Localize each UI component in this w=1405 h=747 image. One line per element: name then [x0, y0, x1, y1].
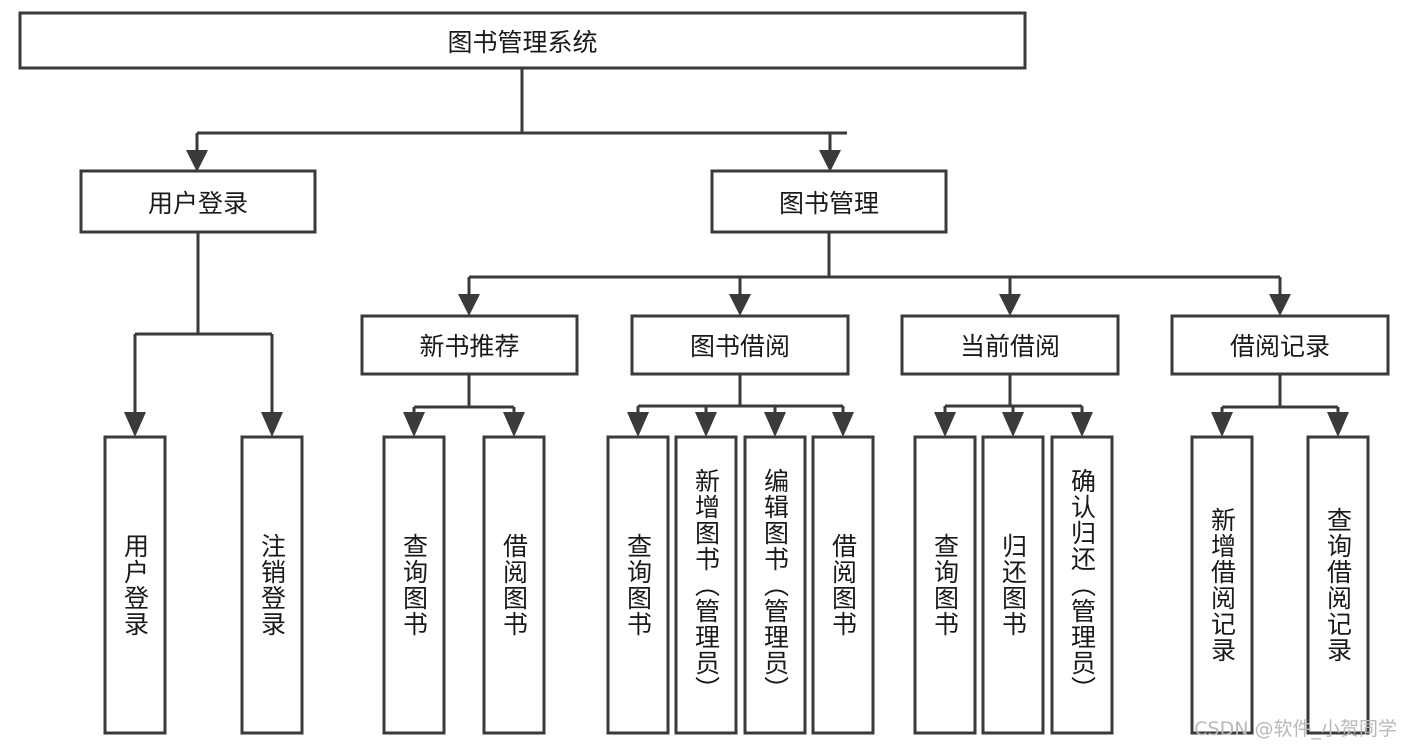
leaf-box-add-record[interactable] [1190, 435, 1254, 735]
leaf-box-return-book[interactable] [981, 435, 1045, 735]
node-book-management-box[interactable] [710, 169, 948, 234]
edge-current-borrow-to-leaves [934, 374, 1093, 437]
node-user-login-box[interactable] [79, 169, 317, 234]
edge-root-to-level2 [186, 68, 847, 172]
edge-book-borrow-to-leaves [627, 374, 854, 437]
node-root-box[interactable] [18, 11, 1027, 70]
edge-borrow-record-to-leaves [1211, 374, 1349, 437]
leaf-box-confirm-return[interactable] [1050, 435, 1114, 735]
node-current-borrow-box[interactable] [900, 314, 1120, 376]
edge-new-book-recommend-to-leaves [403, 374, 525, 437]
leaf-box-query-record[interactable] [1306, 435, 1370, 735]
leaf-box-query-book-1[interactable] [382, 435, 446, 735]
leaf-box-user-login[interactable] [103, 435, 167, 735]
leaf-box-borrow-book-1[interactable] [482, 435, 546, 735]
edge-book-management-to-level3 [458, 232, 1291, 316]
leaf-box-edit-book[interactable] [743, 435, 807, 735]
node-book-borrow-box[interactable] [630, 314, 850, 376]
leaf-box-borrow-book-2[interactable] [811, 435, 875, 735]
node-borrow-record-box[interactable] [1170, 314, 1390, 376]
edge-user-login-to-leaves [124, 232, 283, 437]
leaf-box-query-book-3[interactable] [913, 435, 977, 735]
leaf-box-query-book-2[interactable] [606, 435, 670, 735]
leaf-box-add-book[interactable] [674, 435, 738, 735]
node-new-book-recommend-box[interactable] [360, 314, 579, 376]
leaf-box-logout[interactable] [240, 435, 304, 735]
